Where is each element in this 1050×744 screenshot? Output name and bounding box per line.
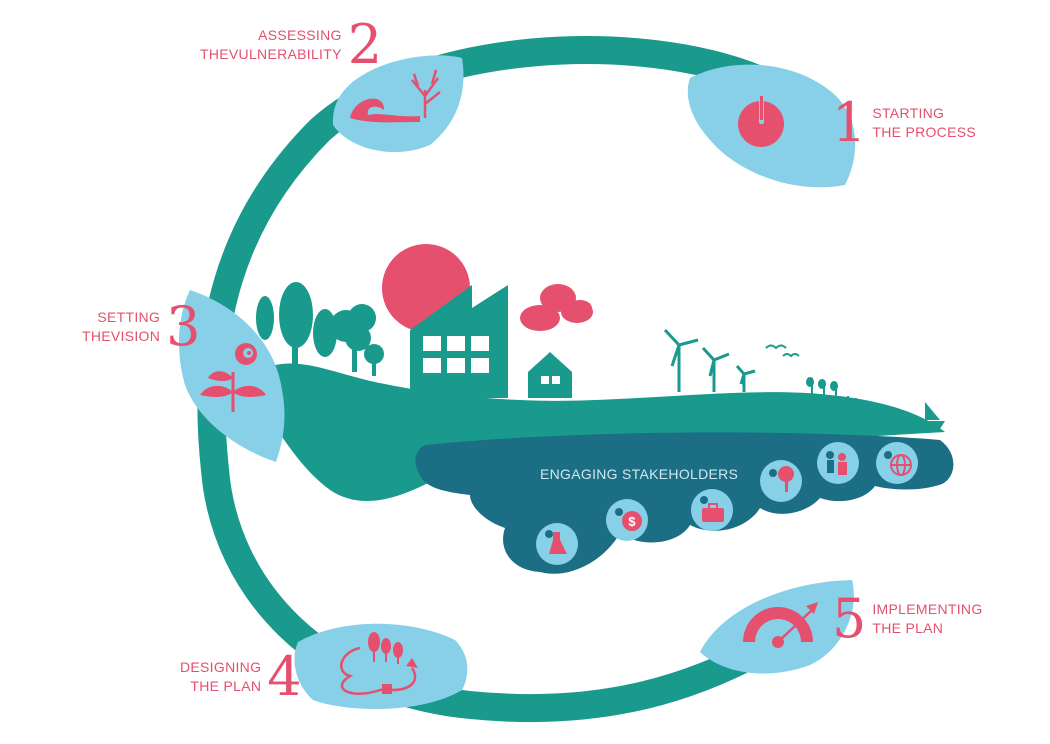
house-icon (528, 352, 572, 398)
step-title-line2: THE PLAN (190, 678, 262, 694)
step-number: 4 (267, 645, 302, 708)
science-icon (536, 523, 578, 565)
step-title-line1: STARTING (872, 105, 945, 121)
step-title-line2: THE PROCESS (872, 124, 977, 140)
step-5-leaf[interactable] (700, 580, 854, 674)
step-title-line1: IMPLEMENTING (872, 601, 983, 617)
step-number: 3 (166, 295, 201, 358)
step-number: 2 (347, 13, 383, 76)
factory-icon (410, 285, 508, 398)
step-4-label[interactable]: DESIGNING THE PLAN 4 (180, 650, 308, 704)
stakeholders-cloud (415, 432, 954, 574)
step-title-line1: SETTING (97, 309, 161, 325)
community-icon (817, 442, 859, 484)
step-number: 5 (832, 587, 867, 650)
wind-turbine-icon (663, 328, 756, 392)
stakeholders-title: ENGAGING STAKEHOLDERS (540, 466, 739, 482)
gauge-icon (743, 602, 818, 648)
nature-icon (760, 460, 802, 502)
step-2-label[interactable]: ASSESSING THEVULNERABILITY 2 (200, 18, 388, 72)
trees-path-icon (340, 632, 418, 695)
business-icon (691, 489, 733, 531)
step-4-leaf[interactable] (294, 623, 468, 710)
step-3-leaf[interactable] (178, 290, 285, 462)
cloud-icon (520, 284, 593, 331)
step-3-label[interactable]: SETTING THEVISION 3 (82, 300, 207, 354)
step-title-line1: DESIGNING (180, 659, 262, 675)
step-number: 1 (832, 91, 867, 154)
step-1-label[interactable]: 1 STARTING THE PROCESS (826, 96, 976, 150)
global-icon (876, 442, 918, 484)
crops-icon (806, 377, 857, 406)
step-title-line1: ASSESSING (258, 27, 342, 43)
step-title-line2: THEVISION (82, 328, 161, 344)
step-5-label[interactable]: 5 IMPLEMENTING THE PLAN (826, 592, 983, 646)
step-2-leaf[interactable] (332, 55, 464, 153)
boat-icon (903, 402, 945, 432)
plant-icon (200, 343, 266, 412)
tree-icon (256, 282, 384, 376)
step-title-line2: THEVULNERABILITY (200, 46, 342, 62)
step-1-leaf[interactable] (687, 64, 856, 188)
wave-tree-icon (350, 69, 441, 123)
finance-symbol: $ (628, 514, 636, 529)
power-icon (738, 94, 784, 147)
finance-icon: $ (606, 499, 648, 541)
step-title-line2: THE PLAN (872, 620, 944, 636)
cycle-ring (197, 36, 809, 723)
birds-icon (765, 344, 800, 358)
